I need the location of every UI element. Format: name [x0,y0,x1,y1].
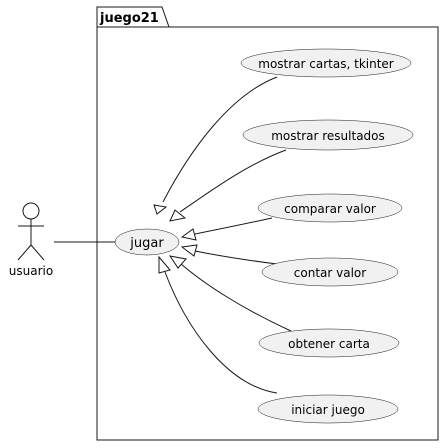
actor-usuario: usuario [9,202,53,278]
connector-comparar-valor [194,217,273,235]
use-case-label: mostrar resultados [271,129,385,143]
connector-mostrar-cartas [162,76,278,203]
use-case-iniciar-juego[interactable]: iniciar juego [257,394,399,424]
use-case-jugar[interactable]: jugar [114,228,180,256]
use-case-mostrar-resultados[interactable]: mostrar resultados [242,119,414,151]
package-title: juego21 [99,11,159,26]
use-case-label: comparar valor [284,202,376,216]
use-case-obtener-carta[interactable]: obtener carta [258,328,400,358]
actor-label: usuario [9,264,53,278]
use-case-jugar-label: jugar [129,236,164,251]
use-case-label: contar valor [294,266,366,280]
use-case-label: iniciar juego [291,403,365,417]
actor-head [22,202,40,220]
connector-iniciar-juego [164,271,278,394]
generalization-connectors [153,76,292,394]
connector-contar-valor [194,250,278,265]
connector-mostrar-resultados [179,149,287,213]
use-case-label: obtener carta [288,337,370,351]
connector-obtener-carta [179,262,292,332]
use-case-comparar-valor[interactable]: comparar valor [257,193,403,223]
use-case-label: mostrar cartas, tkinter [258,57,394,71]
package-juego21: juego21 [96,6,439,441]
use-case-contar-valor[interactable]: contar valor [261,257,399,287]
use-case-mostrar-cartas[interactable]: mostrar cartas, tkinter [240,48,412,78]
